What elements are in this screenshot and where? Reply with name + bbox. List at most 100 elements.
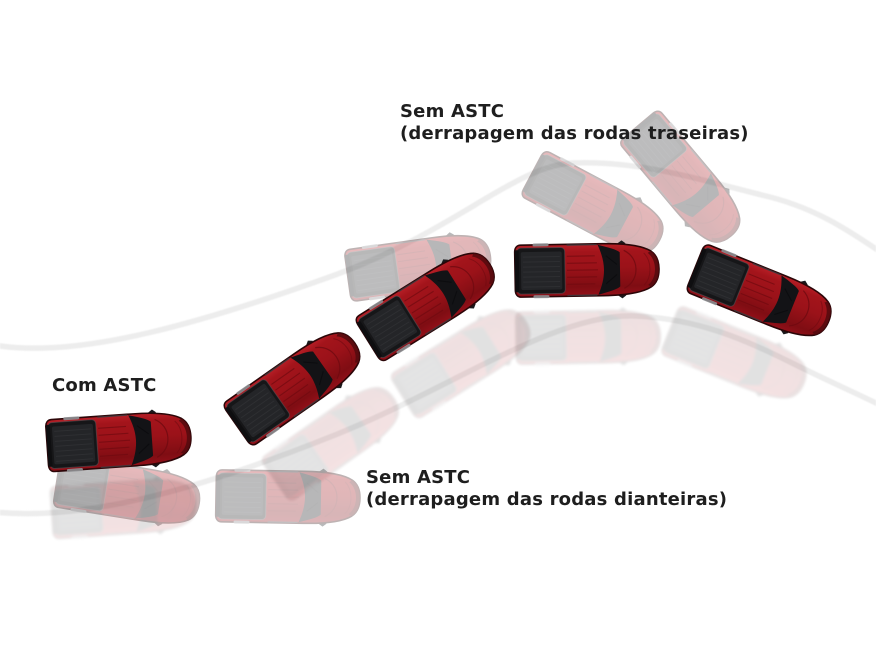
bed-rail [346, 246, 401, 299]
side-mirror-icon [497, 360, 512, 366]
running-board [560, 157, 575, 167]
running-board [71, 534, 88, 539]
hood-crease [468, 258, 487, 286]
bed-slats [696, 256, 743, 300]
running-board [669, 122, 681, 136]
hood-crease [174, 420, 183, 454]
running-board [535, 203, 551, 213]
wiper-icon [605, 202, 626, 229]
bed-slats [223, 481, 262, 514]
truck-tailgate [662, 310, 682, 351]
wiper-icon [472, 336, 493, 362]
running-board [533, 310, 550, 314]
cab-roof-ribs [571, 184, 610, 224]
hood-crease [708, 214, 735, 236]
truck-front-bumper [787, 363, 806, 398]
ghost-truck-oversteer-spin [612, 103, 756, 258]
truck-windshield [460, 327, 502, 375]
running-board [369, 295, 386, 301]
bed-slats [522, 255, 561, 288]
bed-slats [531, 163, 579, 209]
truck-com-astc-1 [41, 405, 197, 540]
ghost-truck-oversteer-mid [514, 143, 676, 268]
pickup-truck-top-view [515, 307, 661, 366]
truck-windshield [128, 415, 154, 466]
bed-slats [54, 428, 94, 462]
bed-rail [517, 313, 568, 362]
hood-crease [371, 393, 391, 420]
side-mirror-icon [612, 307, 627, 317]
truck-tailgate [45, 424, 53, 467]
truck-bed-floor [521, 318, 564, 358]
truck-front-bumper [647, 250, 659, 287]
cab-roof-ribs [566, 255, 599, 285]
pickup-truck-top-view [620, 110, 741, 243]
bed-slats [401, 359, 450, 406]
truck-windshield [290, 351, 333, 399]
hood-crease [783, 362, 798, 394]
hood-crease [693, 196, 725, 224]
wiper-icon [341, 416, 363, 441]
truck-bed-floor [628, 118, 683, 174]
hood-crease [333, 338, 353, 365]
truck-front-bumper [336, 332, 360, 363]
label-sem-astc-traseiras: Sem ASTC (derrapagem das rodas traseiras… [400, 101, 749, 145]
wiper-icon [606, 322, 619, 352]
hood-crease [353, 401, 379, 434]
truck-front-bumper [178, 418, 191, 455]
truck-tailgate [622, 112, 657, 142]
wiper-icon [686, 186, 709, 208]
running-board [721, 249, 737, 258]
cab-roof-ribs [271, 367, 311, 408]
truck-tailgate [392, 378, 418, 415]
bed-rail [393, 352, 457, 415]
side-mirror-icon [751, 385, 764, 397]
running-board [236, 384, 251, 395]
side-mirror-icon [342, 395, 352, 407]
bed-slats [672, 317, 718, 360]
label-line-2: (derrapagem das rodas traseiras) [400, 123, 749, 144]
truck-front-bumper [185, 484, 200, 520]
wiper-icon [303, 361, 324, 386]
bed-slats [523, 320, 562, 353]
truck-windshield [328, 406, 372, 454]
bed-rail [664, 309, 725, 369]
truck-bed [346, 246, 400, 298]
truck-bed-floor [399, 357, 453, 410]
truck-com-astc-2 [216, 317, 399, 501]
truck-windshield [737, 337, 774, 386]
hood-crease [623, 249, 637, 289]
cab-roof-ribs [567, 322, 600, 352]
truck-reflection [512, 305, 663, 370]
hood-crease [450, 266, 475, 300]
hood-crease [643, 252, 651, 286]
hood-crease [624, 316, 638, 356]
door-sill [566, 243, 598, 297]
running-board [532, 243, 549, 247]
hood-crease [504, 315, 523, 343]
label-sem-astc-dianteiras: Sem ASTC (derrapagem das rodas dianteira… [366, 467, 727, 511]
running-board [66, 468, 83, 472]
running-board [629, 155, 642, 169]
truck-bed [623, 113, 687, 178]
running-board [534, 362, 551, 366]
door-sill [303, 412, 358, 472]
truck-com-astc-4 [510, 238, 661, 366]
truck-bed-floor [351, 250, 397, 294]
pickup-truck-top-view [45, 409, 192, 473]
pickup-truck-top-view [521, 150, 664, 254]
door-sill [567, 310, 599, 364]
hood-crease [485, 322, 510, 357]
side-mirror-icon [768, 342, 783, 349]
hood-crease [315, 346, 341, 380]
running-board [431, 400, 447, 411]
truck-bed [664, 310, 724, 369]
truck-tailgate [225, 406, 252, 443]
truck-front-bumper [711, 217, 740, 243]
bed-slats [353, 255, 395, 292]
running-board [361, 244, 378, 250]
pickup-truck-top-view [223, 332, 361, 446]
truck-bed-floor [221, 476, 264, 516]
running-board [233, 520, 250, 524]
